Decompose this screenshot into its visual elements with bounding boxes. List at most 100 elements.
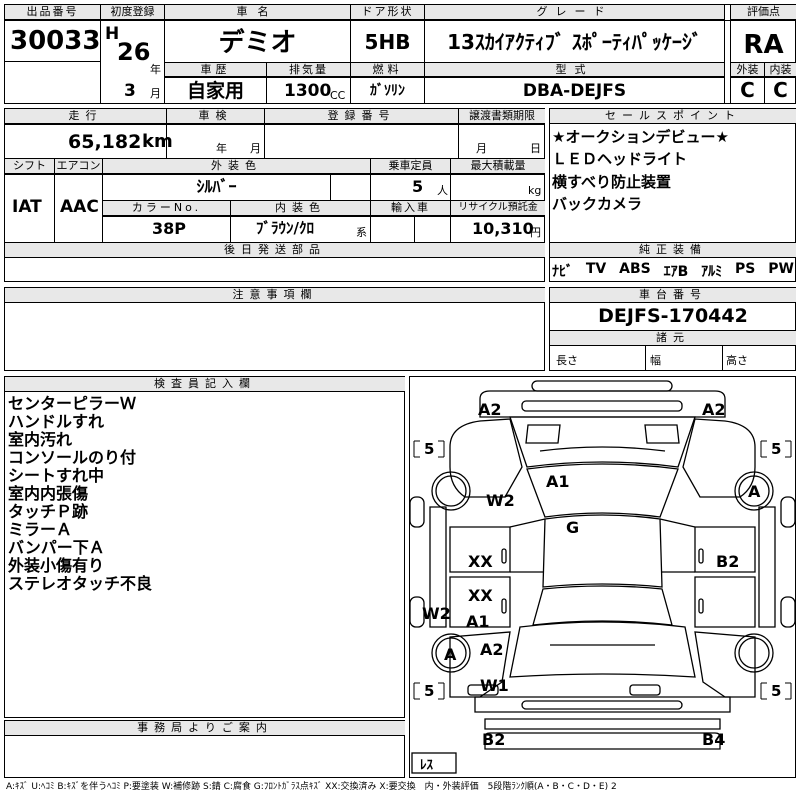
damage-mark: B2: [716, 552, 739, 571]
length-label: 長さ: [556, 354, 578, 367]
damage-mark: W2: [486, 491, 515, 510]
import-label: 輸入車: [371, 201, 450, 216]
inspector-notes: センターピラーＷ ハンドルすれ 室内汚れ コンソールのり付 シートすれ中 室内内…: [8, 395, 152, 593]
interior-color-unit: 系: [356, 226, 367, 239]
car-name: デミオ: [218, 28, 297, 58]
sales-point-item: バックカメラ: [552, 195, 643, 213]
inspection-label: 車検: [167, 109, 264, 124]
damage-mark: XX: [468, 586, 493, 605]
tire-tread-rear-left: 5: [424, 682, 434, 700]
lot-number: 30033: [10, 26, 101, 56]
equipment-item: TV: [585, 261, 607, 277]
history-label: 車歴: [165, 63, 266, 77]
color-no-label: カラーNo.: [103, 201, 230, 216]
damage-mark: A1: [466, 612, 490, 631]
displacement: 1300: [284, 81, 332, 101]
exterior-grade: C: [740, 78, 755, 102]
office-block: [4, 720, 405, 778]
caution-label: 注意事項欄: [5, 288, 545, 303]
caution-block: [4, 287, 545, 371]
damage-diagram-block: [409, 376, 796, 778]
chassis-number: DEJFS-170442: [598, 305, 748, 327]
interior-color-label: 内装色: [231, 201, 370, 216]
capacity-label: 乗車定員: [371, 159, 450, 174]
recycle-label: リサイクル預託金: [451, 201, 545, 216]
equipment-item: ｱﾙﾐ: [701, 264, 723, 280]
interior-grade: C: [773, 78, 788, 102]
vehicle-info-block: [4, 108, 545, 282]
inspection-year-unit: 年: [216, 142, 227, 155]
ac-label: エアコン: [55, 159, 102, 174]
ac-type: AAC: [60, 197, 99, 217]
sales-point-item: 横すべり防止装置: [552, 173, 671, 191]
height-label: 高さ: [726, 354, 748, 367]
score-label: 評価点: [731, 5, 796, 20]
chassis-block: [549, 287, 796, 371]
inspector-note: シートすれ中: [8, 466, 105, 485]
damage-mark: A: [748, 482, 761, 501]
capacity-unit: 人: [437, 184, 448, 197]
damage-mark: A2: [478, 400, 502, 419]
damage-mark: B2: [482, 730, 505, 749]
inspector-note: センターピラーＷ: [8, 394, 137, 413]
damage-mark: B4: [702, 730, 725, 749]
inspection-month-unit: 月: [250, 142, 261, 155]
year-unit: 年: [150, 63, 161, 76]
tire-tread-front-right: 5: [771, 440, 781, 458]
interior-color: ﾌﾞﾗｳﾝ/ｸﾛ: [256, 219, 314, 237]
recycle-unit: 円: [530, 226, 541, 239]
shift: IAT: [12, 197, 42, 217]
payload-unit: kg: [528, 184, 542, 197]
damage-mark: A2: [480, 640, 504, 659]
inspector-note: タッチＰ跡: [8, 502, 89, 521]
exterior-color: ｼﾙﾊﾞｰ: [196, 177, 237, 196]
spec-label: 諸元: [550, 331, 796, 346]
equipment-item: ｴｱB: [663, 264, 689, 280]
model-code: DBA-DEJFS: [522, 81, 627, 101]
equipment-label: 純正装備: [550, 243, 796, 258]
legend: A:ｷｽﾞ U:ﾍｺﾐ B:ｷｽﾞを伴うﾍｺﾐ P:要塗装 W:補修跡 S:錆 …: [6, 782, 617, 792]
era: H: [105, 24, 120, 44]
mileage-label: 走行: [5, 109, 166, 124]
damage-mark: G: [566, 518, 579, 537]
shift-label: シフト: [5, 159, 54, 174]
sales-points-label: セールスポイント: [550, 109, 796, 124]
door-type: 5HB: [364, 30, 411, 54]
door-label: ドア形状: [351, 5, 424, 20]
inspector-note: ミラーＡ: [8, 520, 73, 539]
equipment-item: ABS: [619, 261, 651, 277]
first-reg-label: 初度登録: [101, 5, 164, 20]
transfer-label: 譲渡書類期限: [459, 109, 545, 124]
sales-point-item: ★オークションデビュー★: [552, 128, 729, 146]
fuel: ｶﾞｿﾘﾝ: [370, 83, 405, 99]
capacity: 5: [412, 177, 424, 196]
inspector-note: 外装小傷有り: [8, 556, 105, 575]
lot-label: 出品番号: [5, 5, 100, 20]
model-label: 型式: [425, 63, 724, 77]
exterior-label: 外装: [731, 63, 764, 77]
damage-mark: W1: [480, 676, 509, 695]
sales-point-item: ＬＥＤヘッドライト: [552, 150, 688, 168]
mileage-unit: km: [142, 131, 173, 152]
transfer-day-unit: 日: [530, 142, 541, 155]
history: 自家用: [186, 80, 244, 102]
later-parts-label: 後日発送部品: [5, 243, 545, 258]
header-divider: [4, 20, 796, 21]
score: RA: [743, 30, 784, 60]
color-number: 38P: [152, 219, 186, 238]
car-damage-diagram: A2 A2 A1 W2 A G XX B2 XX W2 A1 A A2 W1 B…: [410, 380, 795, 774]
inspector-note: ハンドルすれ: [8, 412, 105, 431]
tire-tread-rear-right: 5: [771, 682, 781, 700]
color-label: 外装色: [103, 159, 370, 174]
equipment-item: PS: [735, 261, 756, 277]
transfer-month-unit: 月: [476, 142, 487, 155]
inspector-note: 室内内張傷: [8, 484, 89, 503]
month-unit: 月: [150, 87, 161, 100]
interior-label: 内装: [765, 63, 796, 77]
inspector-block: [4, 376, 405, 718]
office-label: 事務局よりご案内: [5, 721, 405, 736]
damage-mark: W2: [422, 604, 451, 623]
equipment-list: ﾅﾋﾞ TV ABS ｴｱB ｱﾙﾐ PS PW: [552, 261, 794, 281]
inspector-label: 検査員記入欄: [5, 377, 405, 392]
grade: 13ｽｶｲｱｸﾃｨﾌﾞ ｽﾎﾟｰﾃｨﾊﾟｯｹｰｼﾞ: [447, 30, 702, 54]
